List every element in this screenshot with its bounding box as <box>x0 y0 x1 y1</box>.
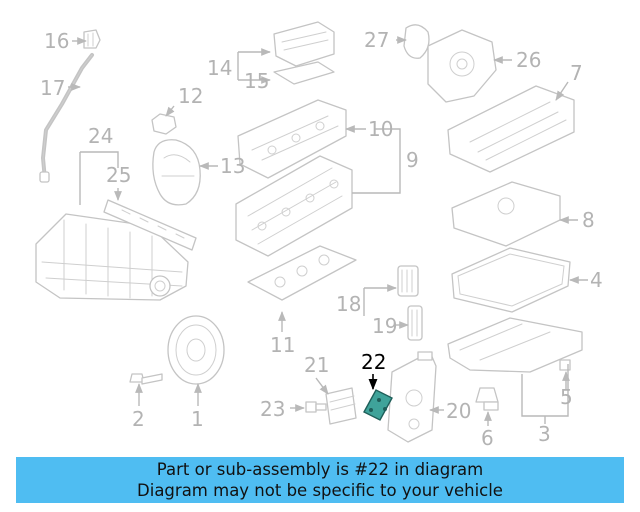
callout-19[interactable]: 19 <box>372 314 397 338</box>
part-26-pump <box>427 29 497 103</box>
part-9-cylinder-head <box>235 155 353 257</box>
part-8-baffle <box>451 181 561 247</box>
part-1-pulley <box>167 315 225 385</box>
callout-8[interactable]: 8 <box>582 208 595 232</box>
callout-10[interactable]: 10 <box>368 117 393 141</box>
banner-line-part-number: Part or sub-assembly is #22 in diagram <box>156 460 484 479</box>
callout-7[interactable]: 7 <box>570 61 583 85</box>
part-16-oil-cap <box>83 29 101 49</box>
callout-11[interactable]: 11 <box>270 333 295 357</box>
part-7-block <box>447 85 575 173</box>
part-25-intake-gasket <box>103 199 197 251</box>
callout-15[interactable]: 15 <box>244 69 269 93</box>
part-11-head-gasket <box>247 245 357 301</box>
parts-diagram: 16 17 24 25 12 13 14 15 10 9 27 26 7 8 4… <box>35 21 603 450</box>
part-6-sensor <box>475 387 499 411</box>
callout-20[interactable]: 20 <box>446 399 471 423</box>
callout-4[interactable]: 4 <box>590 268 603 292</box>
callout-16[interactable]: 16 <box>44 29 69 53</box>
callout-5[interactable]: 5 <box>560 385 573 409</box>
callout-26[interactable]: 26 <box>516 48 541 72</box>
callout-24[interactable]: 24 <box>88 124 113 148</box>
callout-18[interactable]: 18 <box>336 292 361 316</box>
banner-line-disclaimer: Diagram may not be specific to your vehi… <box>137 481 503 500</box>
callout-6[interactable]: 6 <box>481 426 494 450</box>
callout-12[interactable]: 12 <box>178 84 203 108</box>
part-23-bolt <box>305 401 327 413</box>
callout-1[interactable]: 1 <box>191 407 204 431</box>
part-3-oil-pan <box>447 317 583 373</box>
part-27-gasket <box>403 24 430 59</box>
leader-lines <box>68 36 588 426</box>
part-13-timing-cover <box>152 139 201 206</box>
part-21-oil-cooler <box>325 387 357 425</box>
callout-9[interactable]: 9 <box>406 148 419 172</box>
callout-13[interactable]: 13 <box>220 154 245 178</box>
part-22-gasket-highlighted[interactable] <box>363 389 393 421</box>
callout-2[interactable]: 2 <box>132 407 145 431</box>
part-14-cover <box>273 21 335 67</box>
part-24-intake-manifold <box>35 213 189 301</box>
part-19-oil-filter <box>407 305 423 341</box>
callout-17[interactable]: 17 <box>40 76 65 100</box>
part-18-oil-filter-housing <box>397 265 419 297</box>
part-12-cap <box>151 113 177 135</box>
callout-25[interactable]: 25 <box>106 163 131 187</box>
info-banner: Part or sub-assembly is #22 in diagram D… <box>16 457 624 503</box>
callout-labels: 16 17 24 25 12 13 14 15 10 9 27 26 7 8 4… <box>40 28 603 450</box>
callout-22-highlighted[interactable]: 22 <box>361 350 386 374</box>
part-20-housing <box>387 351 437 443</box>
part-17-dipstick <box>39 53 94 183</box>
callout-27[interactable]: 27 <box>364 28 389 52</box>
part-2-bolt <box>129 373 163 385</box>
callout-3[interactable]: 3 <box>538 422 551 446</box>
part-10-valve-cover <box>237 99 347 179</box>
callout-21[interactable]: 21 <box>304 353 329 377</box>
part-4-pan-gasket <box>451 247 571 313</box>
part-15-gasket <box>273 61 335 85</box>
callout-14[interactable]: 14 <box>207 56 232 80</box>
callout-23[interactable]: 23 <box>260 397 285 421</box>
